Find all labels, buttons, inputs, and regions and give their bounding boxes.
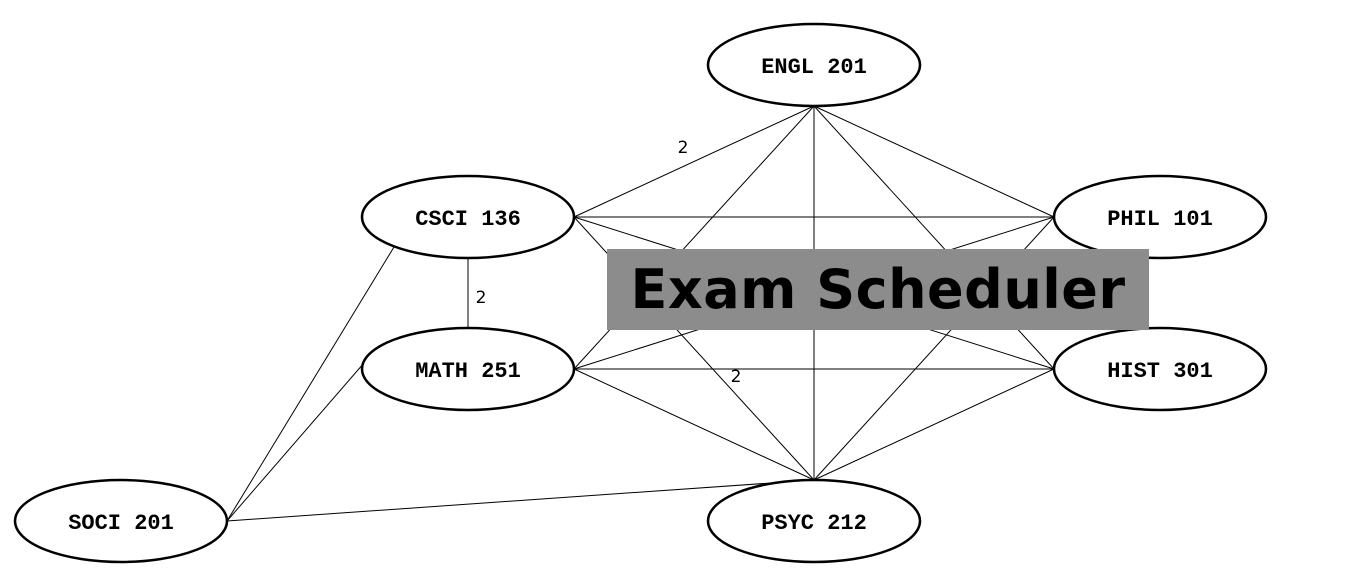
edge-weight-label: 2 [731,367,742,387]
course-node-ellipse [360,326,576,412]
edge-engl-phil [813,105,1055,218]
app-title: Exam Scheduler [630,257,1126,321]
edge-weight-label: 2 [678,138,689,158]
edge-math-soci [226,362,365,522]
course-node-label: MATH 251 [415,359,521,384]
course-node-ellipse [1052,326,1268,412]
course-node-label: ENGL 201 [761,55,867,80]
edge-csci-soci [226,246,395,522]
course-node-phil[interactable]: PHIL 101 [1052,174,1268,260]
edge-soci-psyc [226,479,815,522]
course-node-psyc[interactable]: PSYC 212 [706,478,922,564]
course-node-ellipse [360,174,576,260]
course-node-math[interactable]: MATH 251 [360,326,576,412]
course-node-soci[interactable]: SOCI 201 [13,478,229,564]
edge-math-psyc [573,368,815,481]
course-node-ellipse [706,478,922,564]
edge-csci-engl [573,105,815,218]
course-node-label: HIST 301 [1107,359,1213,384]
course-node-csci[interactable]: CSCI 136 [360,174,576,260]
course-node-engl[interactable]: ENGL 201 [706,22,922,108]
edge-labels-layer: 2 2 2 [476,138,742,387]
course-node-label: PSYC 212 [761,511,867,536]
course-node-label: PHIL 101 [1107,207,1213,232]
title-banner: Exam Scheduler [607,249,1149,330]
course-node-ellipse [13,478,229,564]
edge-weight-label: 2 [476,288,487,308]
course-node-ellipse [1052,174,1268,260]
course-node-label: CSCI 136 [415,207,521,232]
edge-hist-psyc [813,368,1055,481]
course-node-hist[interactable]: HIST 301 [1052,326,1268,412]
course-node-ellipse [706,22,922,108]
course-node-label: SOCI 201 [68,511,174,536]
